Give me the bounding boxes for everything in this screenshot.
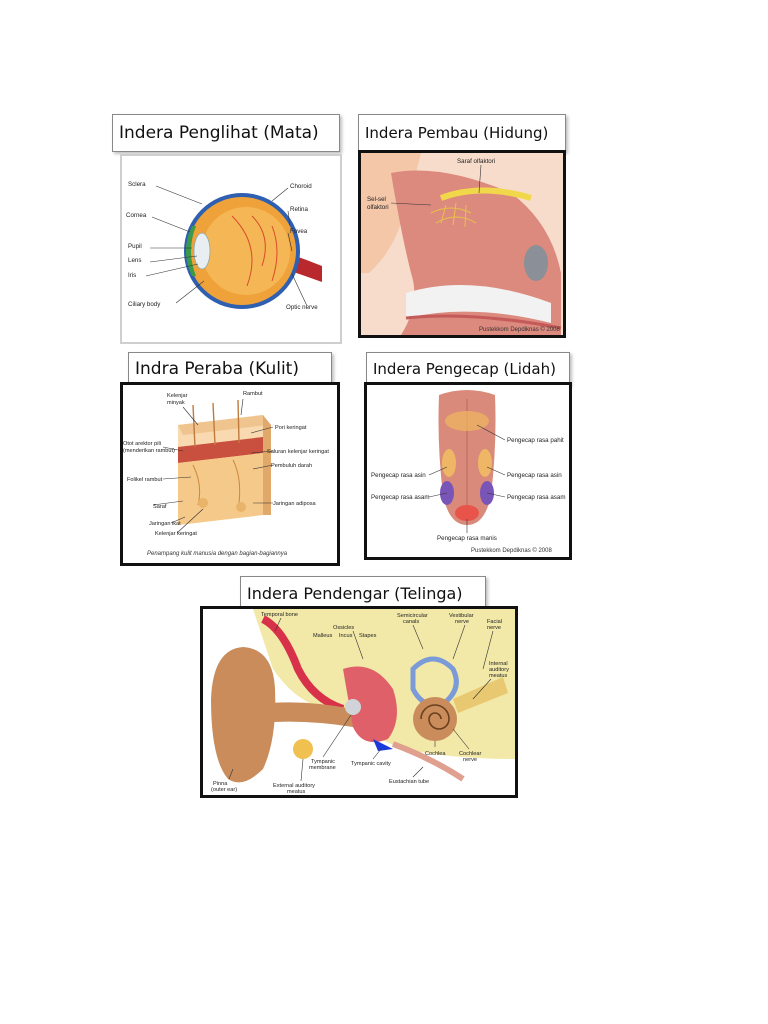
- ear-label-pinna-1: Pinna: [213, 781, 228, 787]
- nose-label-olfactory-nerve: Saraf olfaktori: [457, 158, 495, 165]
- skin-label-sweat-gland: Kelenjar keringat: [155, 531, 197, 537]
- nose-label-cells-2: olfaktori: [367, 204, 389, 211]
- eye-label-fovea: Fovea: [290, 228, 308, 235]
- tongue-copyright: Pustekkom Depdiknas © 2008: [471, 547, 552, 554]
- skin-label-sweat-duct: Saluran kelenjar keringat: [267, 449, 329, 455]
- tongue-label-sour-left: Pengecap rasa asam: [371, 494, 429, 501]
- skin-illustration: Kelenjar minyak Rambut Pori keringat Oto…: [123, 385, 337, 563]
- ear-label-facial-2: nerve: [487, 625, 501, 631]
- ear-label-external-auditory-2: meatus: [287, 789, 306, 795]
- eye-label-lens: Lens: [128, 257, 141, 264]
- skin-label-oil-gland-1: Kelenjar: [167, 393, 188, 399]
- nose-copyright: Pustekkom Depdiknas © 2008: [479, 326, 560, 333]
- ear-label-semicircular-2: canals: [403, 619, 419, 625]
- skin-label-arrector-2: (menderikan rambut): [123, 448, 175, 454]
- eye-diagram: Sclera Cornea Pupil Lens Iris Ciliary bo…: [120, 154, 342, 344]
- tongue-label-sour-right: Pengecap rasa asam: [507, 494, 565, 501]
- nose-title-text: Indera Pembau (Hidung): [365, 124, 549, 142]
- nose-diagram: Saraf olfaktori Sel-sel olfaktori Pustek…: [358, 150, 566, 338]
- ear-label-vestibular-1: Vestibular: [449, 613, 474, 619]
- olfactory-nerve-shape: [439, 187, 532, 201]
- eye-illustration: Sclera Cornea Pupil Lens Iris Ciliary bo…: [122, 156, 340, 342]
- ear-label-tympanic-membrane-2: membrane: [309, 765, 336, 771]
- pinna-shape: [211, 647, 276, 783]
- ear-label-eustachian-tube: Eustachian tube: [389, 779, 429, 785]
- eye-label-iris: Iris: [128, 272, 136, 279]
- skin-label-nerve: Saraf: [153, 504, 167, 510]
- ear-label-tympanic-membrane-1: Tympanic: [311, 759, 335, 765]
- skin-label-blood-vessel: Pembuluh darah: [271, 463, 312, 469]
- tympanic-membrane-shape: [345, 699, 361, 715]
- ear-label-malleus: Malleus: [313, 633, 332, 639]
- lens-shape: [193, 232, 211, 270]
- ear-label-cochlear-nerve-1: Cochlear: [459, 751, 482, 757]
- ear-label-cochlea: Cochlea: [425, 751, 446, 757]
- ear-label-cochlear-nerve-2: nerve: [463, 757, 477, 763]
- skin-title: Indra Peraba (Kulit): [128, 352, 332, 386]
- ear-label-external-auditory-1: External auditory: [273, 783, 315, 789]
- skin-diagram: Kelenjar minyak Rambut Pori keringat Oto…: [120, 382, 340, 566]
- tongue-title: Indera Pengecap (Lidah): [366, 352, 570, 386]
- ear-title-text: Indera Pendengar (Telinga): [247, 583, 463, 603]
- eye-label-ciliary-body: Ciliary body: [128, 301, 161, 308]
- ear-label-internal-3: meatus: [489, 673, 508, 679]
- ear-label-internal-2: auditory: [489, 667, 509, 673]
- skin-label-oil-gland-2: minyak: [167, 400, 185, 406]
- tongue-illustration: Pengecap rasa pahit Pengecap rasa asin P…: [367, 385, 569, 557]
- skin-label-follicle: Folikel rambut: [127, 477, 163, 483]
- eye-label-choroid: Choroid: [290, 183, 312, 190]
- ear-label-facial-1: Facial: [487, 619, 502, 625]
- tongue-label-salty-right: Pengecap rasa asin: [507, 472, 562, 479]
- tongue-label-salty-left: Pengecap rasa asin: [371, 472, 426, 479]
- eye-label-cornea: Cornea: [126, 212, 147, 219]
- ear-illustration: Temporal bone Ossicles Malleus Incus Sta…: [203, 609, 515, 795]
- skin-label-connective: Jaringan ikat: [149, 521, 181, 527]
- nose-illustration: Saraf olfaktori Sel-sel olfaktori Pustek…: [361, 153, 563, 335]
- ear-label-semicircular-1: Semicircular: [397, 613, 428, 619]
- eye-title-text: Indera Penglihat (Mata): [119, 123, 319, 143]
- eye-label-optic-nerve: Optic nerve: [286, 304, 318, 311]
- ear-label-temporal-bone: Temporal bone: [261, 612, 298, 618]
- tongue-diagram: Pengecap rasa pahit Pengecap rasa asin P…: [364, 382, 572, 560]
- cochlea-shape: [413, 697, 457, 741]
- dermis-shape: [178, 437, 263, 463]
- tongue-label-sweet: Pengecap rasa manis: [437, 535, 497, 542]
- ear-label-stapes: Stapes: [359, 633, 377, 639]
- skin-label-pore: Pori keringat: [275, 425, 307, 431]
- eye-title: Indera Penglihat (Mata): [112, 114, 340, 152]
- eye-label-sclera: Sclera: [128, 181, 146, 188]
- nose-label-cells-1: Sel-sel: [367, 196, 386, 203]
- eye-label-pupil: Pupil: [128, 243, 142, 250]
- ear-title: Indera Pendengar (Telinga): [240, 576, 486, 610]
- ear-label-incus: Incus: [339, 633, 353, 639]
- skin-title-text: Indra Peraba (Kulit): [135, 359, 299, 379]
- ear-label-vestibular-2: nerve: [455, 619, 469, 625]
- ear-diagram: Temporal bone Ossicles Malleus Incus Sta…: [200, 606, 518, 798]
- ear-label-pinna-2: (outer ear): [211, 787, 237, 793]
- eye-label-retina: Retina: [290, 206, 308, 213]
- tongue-label-bitter: Pengecap rasa pahit: [507, 437, 564, 444]
- ear-label-internal-1: Internal: [489, 661, 508, 667]
- ear-label-ossicles: Ossicles: [333, 625, 354, 631]
- skin-label-arrector-1: Otot arektor pili: [123, 441, 161, 447]
- skin-caption: Penampang kulit manusia dengan bagian-ba…: [147, 551, 288, 557]
- skin-label-hair: Rambut: [243, 391, 263, 397]
- tongue-title-text: Indera Pengecap (Lidah): [373, 360, 556, 378]
- ear-label-tympanic-cavity: Tympanic cavity: [351, 761, 391, 767]
- skin-label-adipose: Jaringan adiposa: [273, 501, 316, 507]
- nose-title: Indera Pembau (Hidung): [358, 114, 566, 152]
